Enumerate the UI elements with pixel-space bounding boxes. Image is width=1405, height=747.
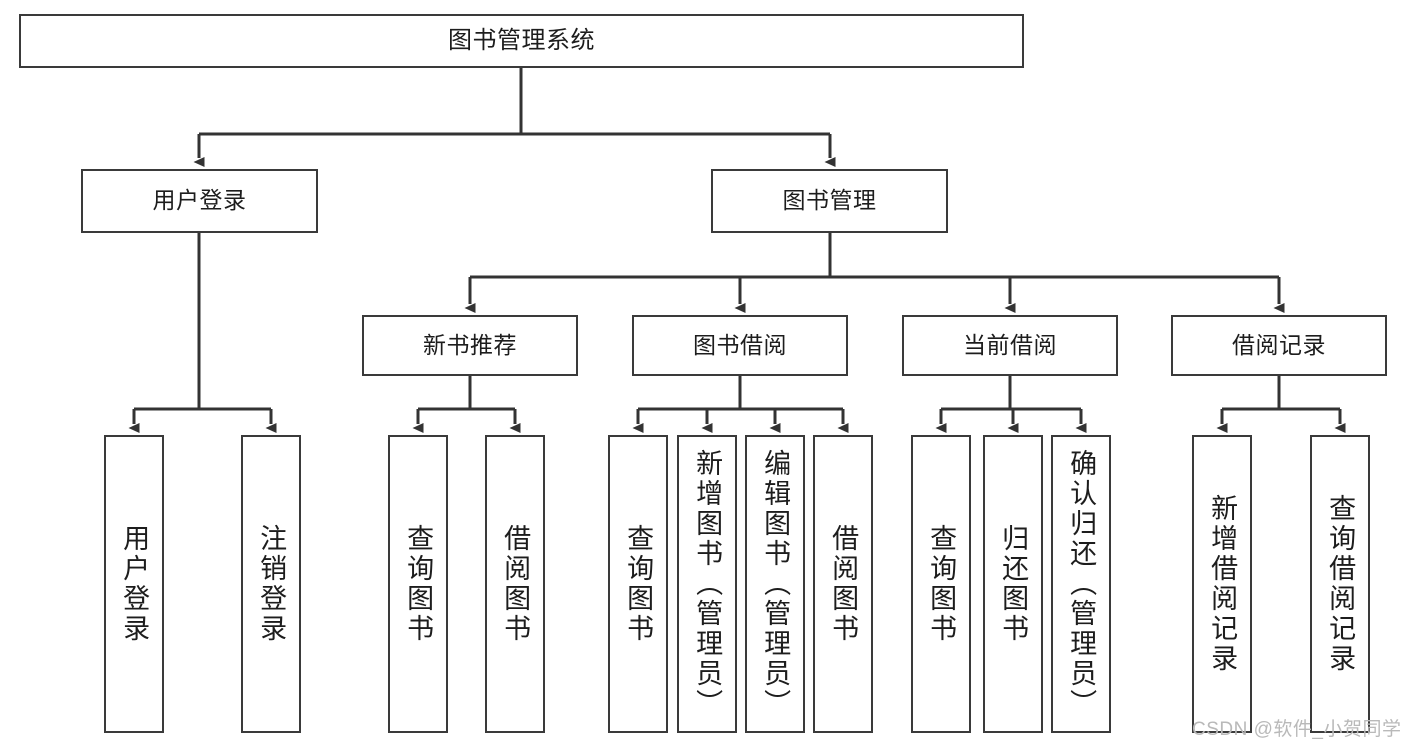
node-user-login-label: 用户登录 bbox=[152, 187, 247, 214]
leaf-confirm-return-admin[interactable]: 确认归还（管理员） bbox=[1051, 435, 1111, 733]
node-book-borrowing[interactable]: 图书借阅 bbox=[632, 315, 848, 376]
leaf-borrow-book[interactable]: 借阅图书 bbox=[813, 435, 873, 733]
node-book-borrowing-label: 图书借阅 bbox=[693, 331, 787, 358]
leaf-query-book-rec[interactable]: 查询图书 bbox=[388, 435, 448, 733]
leaf-user-login-label: 用户登录 bbox=[119, 524, 150, 644]
node-user-login[interactable]: 用户登录 bbox=[81, 169, 318, 233]
node-current-borrowing[interactable]: 当前借阅 bbox=[902, 315, 1118, 376]
leaf-borrow-book-rec[interactable]: 借阅图书 bbox=[485, 435, 545, 733]
leaf-return-book-label: 归还图书 bbox=[998, 524, 1029, 644]
leaf-confirm-return-admin-label: 确认归还（管理员） bbox=[1066, 449, 1097, 719]
leaf-query-book-rec-label: 查询图书 bbox=[403, 524, 434, 644]
leaf-edit-book-admin-label: 编辑图书（管理员） bbox=[760, 449, 791, 719]
leaf-return-book[interactable]: 归还图书 bbox=[983, 435, 1043, 733]
node-book-management-label: 图书管理 bbox=[782, 187, 877, 214]
node-root-label: 图书管理系统 bbox=[448, 26, 595, 54]
node-new-book-recommendation[interactable]: 新书推荐 bbox=[362, 315, 578, 376]
leaf-query-borrow-record-label: 查询借阅记录 bbox=[1325, 494, 1356, 674]
leaf-query-book-borrow-label: 查询图书 bbox=[623, 524, 654, 644]
leaf-add-book-admin[interactable]: 新增图书（管理员） bbox=[677, 435, 737, 733]
node-new-book-recommendation-label: 新书推荐 bbox=[423, 331, 517, 358]
leaf-user-login[interactable]: 用户登录 bbox=[104, 435, 164, 733]
node-root[interactable]: 图书管理系统 bbox=[19, 14, 1024, 68]
node-borrow-records[interactable]: 借阅记录 bbox=[1171, 315, 1387, 376]
leaf-query-book-borrow[interactable]: 查询图书 bbox=[608, 435, 668, 733]
node-current-borrowing-label: 当前借阅 bbox=[963, 331, 1057, 358]
leaf-add-borrow-record-label: 新增借阅记录 bbox=[1207, 494, 1238, 674]
node-borrow-records-label: 借阅记录 bbox=[1232, 331, 1326, 358]
leaf-query-book-current[interactable]: 查询图书 bbox=[911, 435, 971, 733]
leaf-logout[interactable]: 注销登录 bbox=[241, 435, 301, 733]
leaf-query-book-current-label: 查询图书 bbox=[926, 524, 957, 644]
leaf-logout-label: 注销登录 bbox=[256, 524, 287, 644]
leaf-add-borrow-record[interactable]: 新增借阅记录 bbox=[1192, 435, 1252, 733]
leaf-add-book-admin-label: 新增图书（管理员） bbox=[692, 449, 723, 719]
node-book-management[interactable]: 图书管理 bbox=[711, 169, 948, 233]
leaf-borrow-book-label: 借阅图书 bbox=[828, 524, 859, 644]
leaf-edit-book-admin[interactable]: 编辑图书（管理员） bbox=[745, 435, 805, 733]
leaf-borrow-book-rec-label: 借阅图书 bbox=[500, 524, 531, 644]
leaf-query-borrow-record[interactable]: 查询借阅记录 bbox=[1310, 435, 1370, 733]
